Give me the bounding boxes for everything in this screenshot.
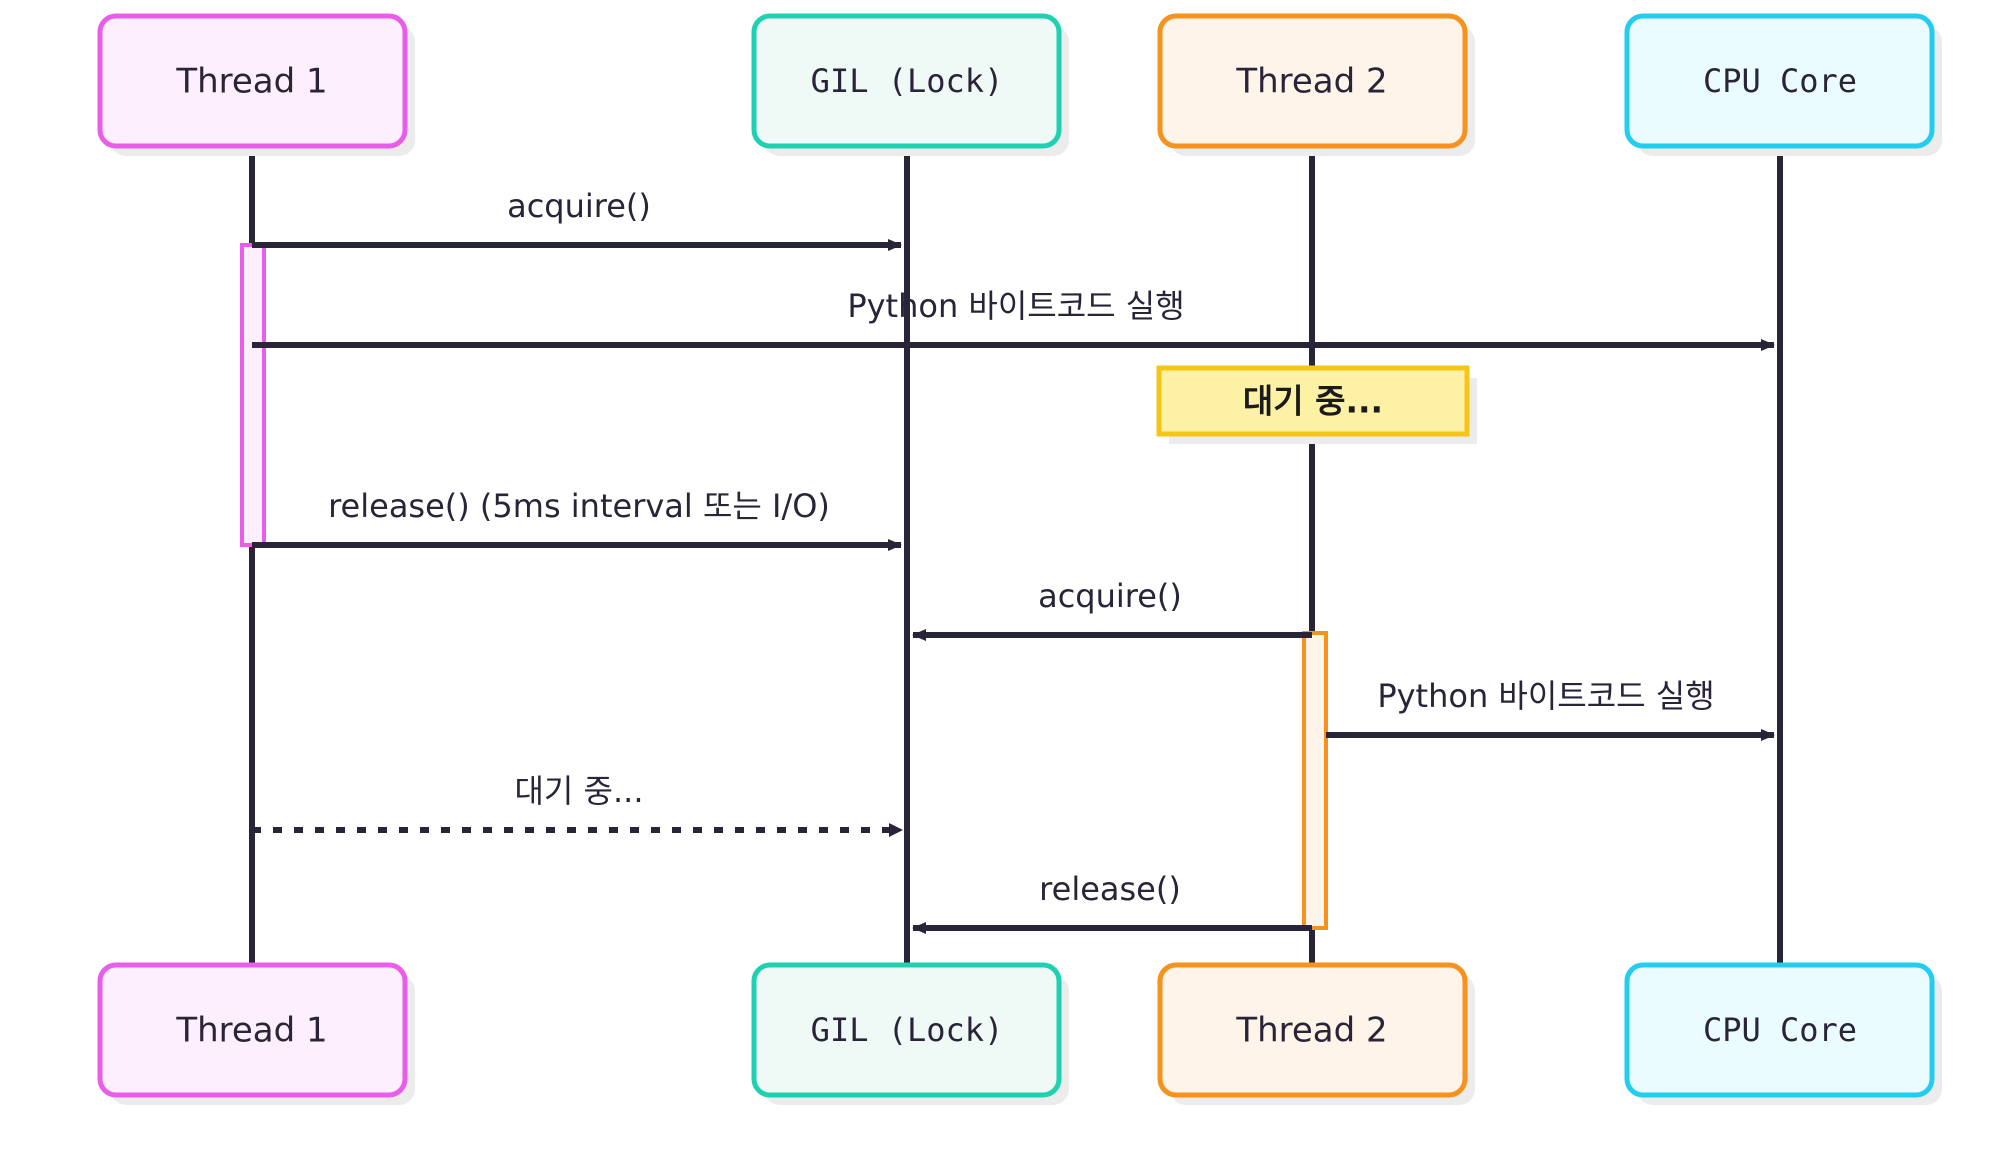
message-label: 대기 중...: [514, 772, 643, 810]
participant-thread1-rect[interactable]: [97, 13, 408, 149]
participant-boxes-bottom: Thread 1 GIL (Lock) Thread 2 CPU Core: [97, 962, 1942, 1105]
participant-thread1-label: Thread 1: [175, 62, 327, 102]
participant-cpu-rect-bottom[interactable]: [1624, 962, 1935, 1098]
participant-cpu-bottom[interactable]: CPU Core: [1624, 962, 1942, 1105]
note-waiting-thread2[interactable]: 대기 중...: [1156, 365, 1477, 444]
message-label: acquire(): [507, 187, 651, 225]
participant-gil-rect-bottom[interactable]: [751, 962, 1062, 1098]
participant-thread1-label-bottom: Thread 1: [175, 1011, 327, 1051]
participant-cpu-rect[interactable]: [1624, 13, 1935, 149]
participant-gil-bottom[interactable]: GIL (Lock): [751, 962, 1069, 1105]
participant-gil-rect[interactable]: [751, 13, 1062, 149]
participant-thread2-label-bottom: Thread 2: [1235, 1011, 1387, 1051]
message-bytecode-t1-cpu[interactable]: Python 바이트코드 실행: [252, 287, 1775, 351]
participant-gil-label: GIL (Lock): [811, 62, 1004, 100]
note-waiting-rect[interactable]: [1156, 365, 1470, 437]
participant-thread2-bottom[interactable]: Thread 2: [1157, 962, 1475, 1105]
participant-thread1-top[interactable]: Thread 1: [97, 13, 415, 156]
message-label: acquire(): [1038, 577, 1182, 615]
lifelines-group: [249, 146, 1783, 965]
message-release-t2-gil[interactable]: release(): [912, 870, 1312, 934]
message-label: Python 바이트코드 실행: [847, 287, 1184, 325]
participant-thread2-rect[interactable]: [1157, 13, 1468, 149]
activation-bars-group: [240, 243, 1328, 930]
participant-cpu-top[interactable]: CPU Core: [1624, 13, 1942, 156]
participant-thread1-rect-bottom[interactable]: [97, 962, 408, 1098]
participant-thread2-top[interactable]: Thread 2: [1157, 13, 1475, 156]
participant-boxes-top: Thread 1 GIL (Lock) Thread 2 CPU Core: [97, 13, 1942, 156]
message-release-t1-gil[interactable]: release() (5ms interval 또는 I/O): [252, 487, 902, 551]
participant-thread2-rect-bottom[interactable]: [1157, 962, 1468, 1098]
message-arrowhead: [889, 823, 903, 837]
message-label: release() (5ms interval 또는 I/O): [328, 487, 830, 525]
message-acquire-t2-gil[interactable]: acquire(): [912, 577, 1312, 641]
participant-cpu-label-bottom: CPU Core: [1703, 1011, 1857, 1049]
message-label: Python 바이트코드 실행: [1377, 677, 1714, 715]
messages-group: acquire() Python 바이트코드 실행 release() (5ms…: [252, 187, 1775, 934]
message-acquire-t1-gil[interactable]: acquire(): [252, 187, 902, 251]
message-label: release(): [1039, 870, 1181, 908]
participant-thread1-bottom[interactable]: Thread 1: [97, 962, 415, 1105]
participant-cpu-label: CPU Core: [1703, 62, 1857, 100]
activation-bar-thread1: [240, 243, 266, 547]
message-waiting-t1-gil[interactable]: 대기 중...: [252, 772, 903, 837]
activation-bar-thread2: [1302, 631, 1328, 930]
note-waiting-label: 대기 중...: [1243, 382, 1383, 421]
participant-thread2-label: Thread 2: [1235, 62, 1387, 102]
participant-gil-label-bottom: GIL (Lock): [811, 1011, 1004, 1049]
message-bytecode-t2-cpu[interactable]: Python 바이트코드 실행: [1326, 677, 1775, 741]
participant-gil-top[interactable]: GIL (Lock): [751, 13, 1069, 156]
